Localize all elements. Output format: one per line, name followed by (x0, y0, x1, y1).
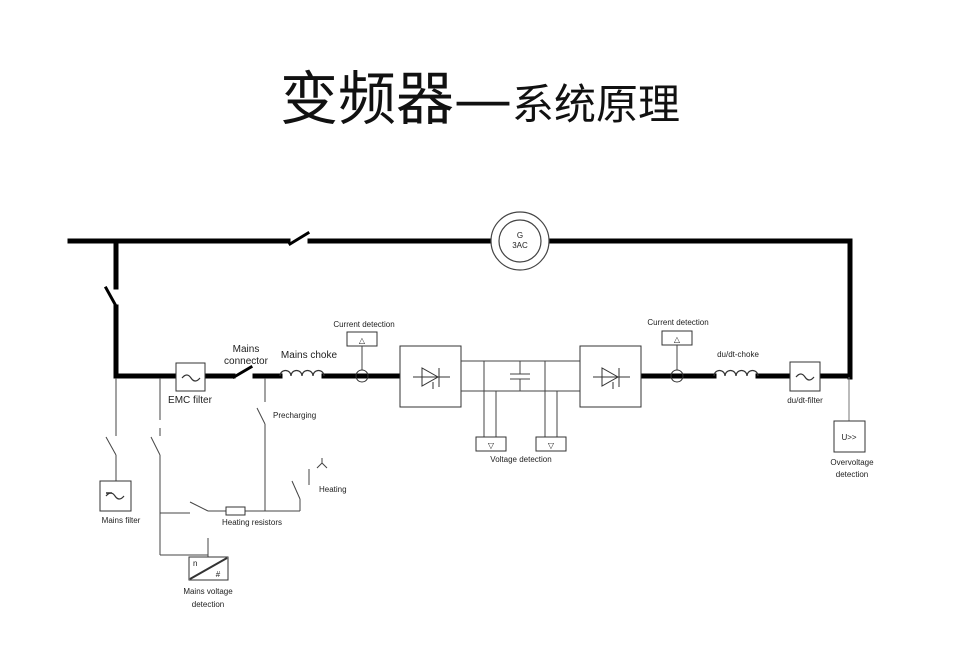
bypass-switch-blade (287, 230, 311, 247)
page-title: 变频器—系统原理 (0, 52, 960, 136)
voltage-detection: ▽ ▽ Voltage detection (475, 436, 567, 464)
generator-symbol: G 3AC (490, 211, 550, 271)
mains-filter-switch (105, 436, 117, 456)
overvoltage-symbol: U>> (841, 433, 856, 442)
inductor-icon (279, 369, 325, 377)
output-current-detection: Current detection △ (647, 318, 709, 383)
mains-connector-label-2: connector (224, 356, 269, 367)
mains-voltage-detection-label-2: detection (192, 600, 224, 609)
overvoltage-label-1: Overvoltage (830, 458, 874, 467)
heating-switch (291, 480, 301, 500)
output-current-detection-label: Current detection (647, 318, 708, 327)
mains-voltage-detection-label-1: Mains voltage (183, 587, 233, 596)
dudt-choke-label: du/dt-choke (717, 350, 759, 359)
heating-branch-switch (150, 436, 161, 456)
precharging-switch (256, 407, 266, 425)
generator-label-3ac: 3AC (512, 241, 528, 250)
mains-filter-label: Mains filter (102, 516, 141, 525)
heating-resistor-switch (189, 501, 209, 512)
dudt-filter-label: du/dt-filter (787, 396, 823, 405)
mvd-symbol-hash: # (216, 570, 221, 579)
dudt-choke: du/dt-choke (713, 350, 759, 377)
current-transformer-icon (670, 369, 684, 383)
voltage-sensor-icon: ▽ (548, 441, 555, 450)
input-current-detection-label: Current detection (333, 320, 394, 329)
mains-filter: Mains filter (99, 480, 141, 525)
voltage-detection-label: Voltage detection (490, 455, 551, 464)
title-separator: — (454, 65, 512, 133)
mains-connector-blade (231, 364, 254, 380)
overvoltage-detection: U>> Overvoltage detection (830, 377, 874, 479)
dudt-filter: du/dt-filter (787, 361, 823, 405)
mains-voltage-detection: n # Mains voltage detection (183, 538, 233, 609)
emc-filter-label: EMC filter (168, 395, 213, 406)
rectifier (399, 345, 462, 408)
input-current-detection: Current detection △ (333, 320, 395, 383)
filter-wave-icon (795, 373, 815, 381)
precharging-label: Precharging (273, 411, 316, 420)
generator-label-g: G (517, 231, 523, 240)
heating-label: Heating (319, 485, 347, 494)
emc-filter: EMC filter (168, 362, 213, 406)
voltage-sensor-icon: ▽ (488, 441, 495, 450)
inductor-icon (713, 369, 759, 377)
current-transformer-icon (355, 369, 369, 383)
mains-choke-label: Mains choke (281, 350, 338, 361)
current-sensor-icon: △ (359, 336, 366, 345)
converter-diagonal-icon (189, 557, 228, 580)
dc-link (461, 360, 580, 437)
mains-choke: Mains choke (279, 350, 338, 377)
inverter (579, 345, 642, 408)
capacitor-icon (510, 361, 530, 391)
mvd-symbol-n: n (193, 559, 197, 568)
resistor-icon (225, 506, 246, 516)
heating-terminal-icon (316, 458, 328, 469)
title-sub: 系统原理 (512, 80, 681, 129)
heating-resistors-label: Heating resistors (222, 518, 282, 527)
thyristor-icon (593, 367, 630, 389)
mains-switch-blade (103, 285, 119, 309)
power-bus (67, 230, 853, 380)
aux-wiring (105, 378, 310, 557)
mains-connector-label-1: Mains (233, 344, 260, 355)
filter-wave-icon (181, 374, 201, 382)
title-main: 变频器 (279, 65, 454, 133)
thyristor-icon (413, 367, 450, 389)
overvoltage-label-2: detection (836, 470, 868, 479)
current-sensor-icon: △ (674, 335, 681, 344)
